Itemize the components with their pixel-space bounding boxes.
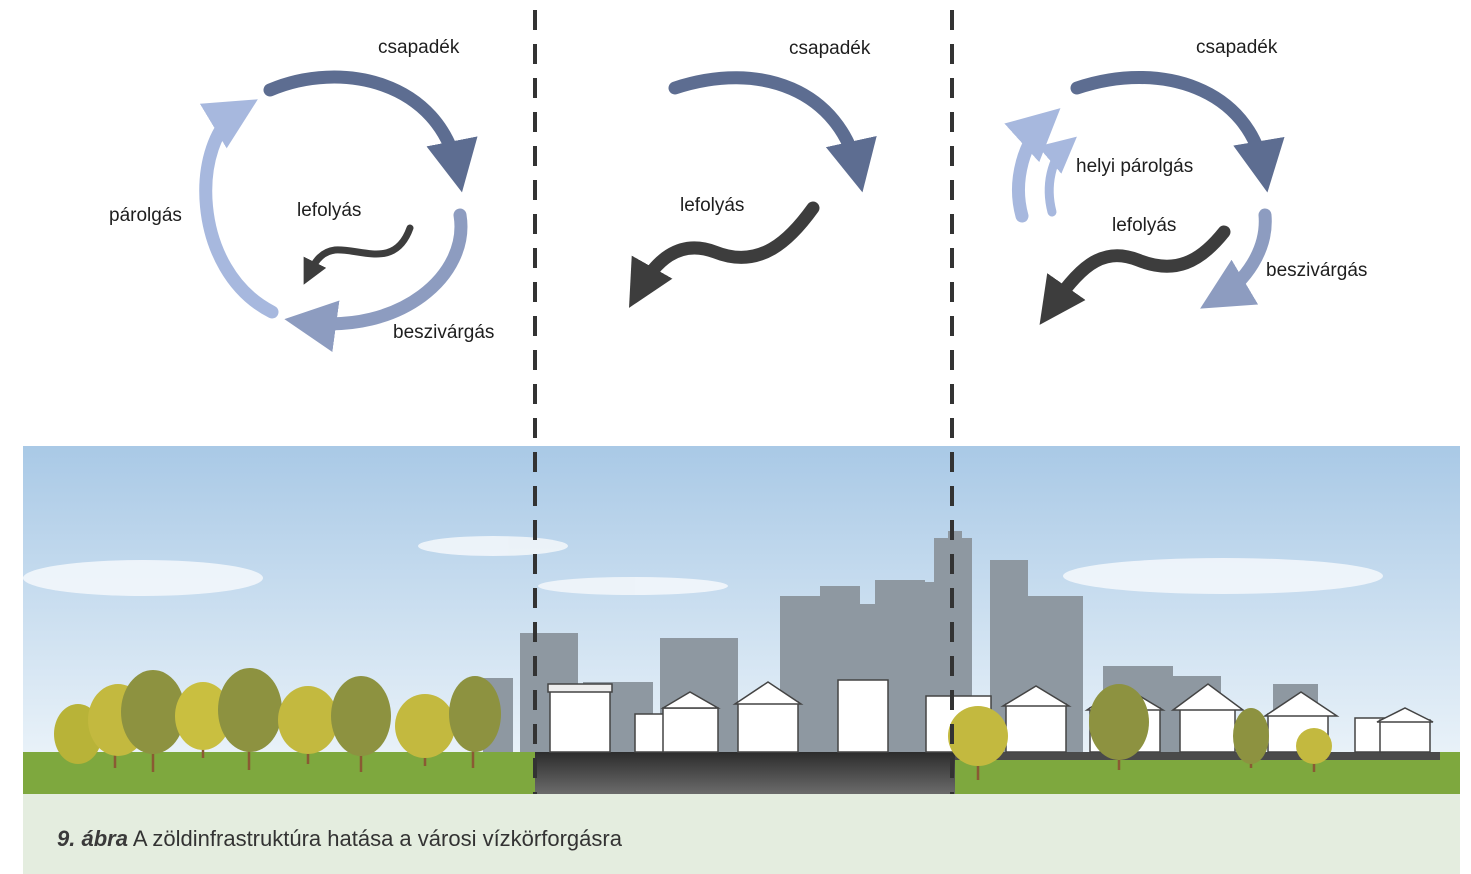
infiltration-arrow xyxy=(284,208,468,352)
landscape-illustration xyxy=(23,446,1460,794)
caption-description: A zöldinfrastruktúra hatása a városi víz… xyxy=(127,826,622,851)
trees-left xyxy=(54,668,501,772)
precipitation-label: csapadék xyxy=(1196,37,1278,58)
cloud xyxy=(23,560,263,596)
sidewalk xyxy=(955,752,1440,760)
local-evaporation-arrow xyxy=(1037,136,1077,217)
precipitation-arrow xyxy=(1070,71,1285,193)
evaporation-arrow xyxy=(1004,108,1061,223)
figure-caption: 9. ábra A zöldinfrastruktúra hatása a vá… xyxy=(23,794,1460,874)
water-cycle-diagram xyxy=(199,70,1285,352)
caption-text: 9. ábra A zöldinfrastruktúra hatása a vá… xyxy=(57,826,622,852)
precipitation-label: csapadék xyxy=(789,38,871,59)
cloud xyxy=(538,577,728,595)
runoff-arrow xyxy=(1039,225,1231,325)
precipitation-arrow xyxy=(668,71,877,193)
runoff-arrow xyxy=(303,224,414,285)
cloud xyxy=(1063,558,1383,594)
infiltration-label: beszivárgás xyxy=(393,322,495,343)
grass-left xyxy=(23,752,535,794)
trees-right xyxy=(948,684,1332,780)
runoff-label: lefolyás xyxy=(1112,215,1177,236)
local-evaporation-label: helyi párolgás xyxy=(1076,156,1194,177)
figure-number: 9. ábra xyxy=(57,826,128,851)
runoff-label: lefolyás xyxy=(680,195,745,216)
panel-dividers xyxy=(533,10,954,794)
asphalt-road xyxy=(535,752,955,794)
runoff-label: lefolyás xyxy=(297,200,362,221)
infiltration-arrow xyxy=(1200,208,1272,309)
runoff-arrow xyxy=(629,201,820,308)
evaporation-label: párolgás xyxy=(109,205,182,226)
precipitation-arrow xyxy=(263,70,478,193)
precipitation-label: csapadék xyxy=(378,37,460,58)
evaporation-arrow xyxy=(199,99,279,319)
infiltration-label: beszivárgás xyxy=(1266,260,1368,281)
cloud xyxy=(418,536,568,556)
